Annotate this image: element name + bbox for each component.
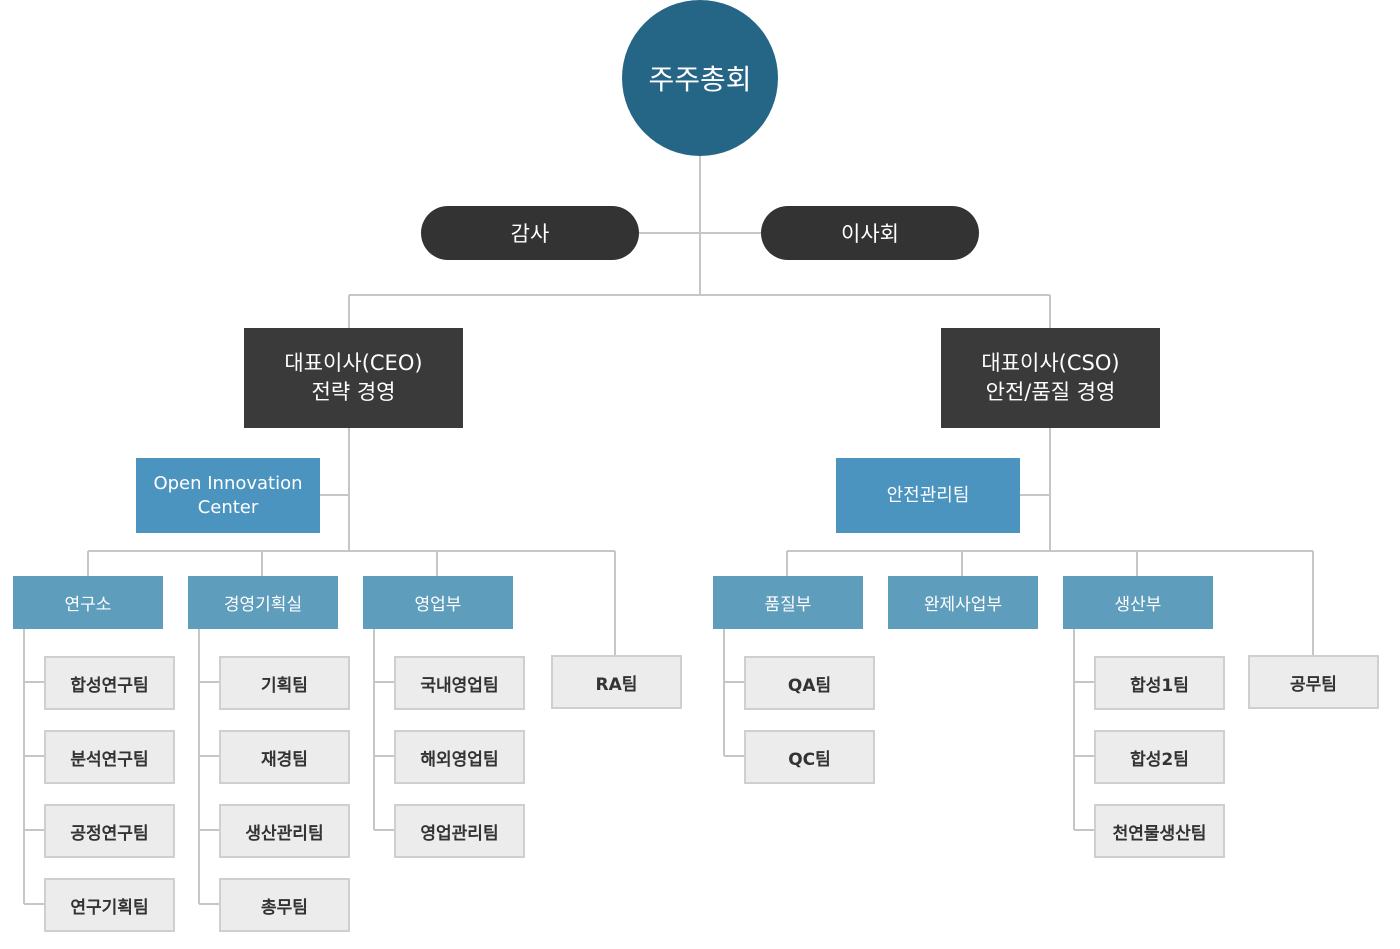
team-label: 해외영업팀 — [420, 749, 499, 770]
oic-line1: Open Innovation — [153, 472, 303, 494]
team-node: 합성1팀 — [1094, 656, 1225, 710]
board-node: 이사회 — [761, 206, 979, 260]
dept-research-label: 연구소 — [64, 595, 112, 615]
team-node: 해외영업팀 — [394, 730, 525, 784]
team-label: 생산관리팀 — [245, 823, 324, 844]
dept-production-label: 생산부 — [1114, 595, 1162, 615]
team-label: 공정연구팀 — [70, 823, 149, 844]
dept-finished-products: 완제사업부 — [888, 576, 1038, 629]
team-node: QC팀 — [744, 730, 875, 784]
oic-line2: Center — [197, 496, 259, 518]
cso-subtitle: 안전/품질 경영 — [985, 380, 1116, 404]
dept-planning: 경영기획실 — [188, 576, 338, 629]
team-node: 분석연구팀 — [44, 730, 175, 784]
dept-research: 연구소 — [13, 576, 163, 629]
team-label: 재경팀 — [261, 749, 308, 770]
team-label: 합성2팀 — [1130, 749, 1189, 770]
team-label: QC팀 — [788, 749, 831, 770]
team-label: 합성1팀 — [1130, 675, 1189, 696]
cso-node: 대표이사(CSO) 안전/품질 경영 — [941, 328, 1160, 428]
dept-sales-label: 영업부 — [414, 595, 462, 615]
dept-quality-label: 품질부 — [764, 595, 812, 615]
audit-node: 감사 — [421, 206, 639, 260]
works-team-label: 공무팀 — [1290, 674, 1337, 695]
team-node: 합성2팀 — [1094, 730, 1225, 784]
team-node: 재경팀 — [219, 730, 350, 784]
board-label: 이사회 — [841, 222, 899, 246]
ceo-title: 대표이사(CEO) — [284, 351, 423, 375]
ra-team-label: RA팀 — [595, 674, 638, 695]
cso-title: 대표이사(CSO) — [981, 351, 1120, 375]
team-label: 영업관리팀 — [420, 823, 499, 844]
dept-planning-label: 경영기획실 — [223, 595, 303, 615]
ceo-node: 대표이사(CEO) 전략 경영 — [244, 328, 463, 428]
audit-label: 감사 — [510, 222, 550, 246]
safety-team-label: 안전관리팀 — [886, 484, 970, 506]
team-label: 기획팀 — [261, 675, 308, 696]
dept-finished-products-label: 완제사업부 — [923, 595, 1003, 615]
shareholders-meeting-node: 주주총회 — [622, 0, 778, 156]
team-node: 기획팀 — [219, 656, 350, 710]
safety-team-node: 안전관리팀 — [836, 458, 1020, 533]
team-label: 국내영업팀 — [420, 675, 499, 696]
team-node: 생산관리팀 — [219, 804, 350, 858]
ra-team-node: RA팀 — [551, 655, 682, 709]
team-node: 연구기획팀 — [44, 878, 175, 932]
team-node: 천연물생산팀 — [1094, 804, 1225, 858]
ceo-subtitle: 전략 경영 — [311, 380, 396, 404]
team-label: 연구기획팀 — [70, 897, 149, 918]
open-innovation-center-node: Open Innovation Center — [136, 458, 320, 533]
team-node: 공정연구팀 — [44, 804, 175, 858]
works-team-node: 공무팀 — [1248, 655, 1379, 709]
team-node: QA팀 — [744, 656, 875, 710]
dept-quality: 품질부 — [713, 576, 863, 629]
team-label: 분석연구팀 — [70, 749, 149, 770]
dept-production: 생산부 — [1063, 576, 1213, 629]
team-label: QA팀 — [787, 675, 832, 696]
team-node: 영업관리팀 — [394, 804, 525, 858]
team-node: 총무팀 — [219, 878, 350, 932]
shareholders-meeting-label: 주주총회 — [648, 63, 752, 96]
team-label: 총무팀 — [261, 897, 308, 918]
team-node: 합성연구팀 — [44, 656, 175, 710]
team-label: 천연물생산팀 — [1112, 823, 1207, 844]
team-label: 합성연구팀 — [70, 675, 149, 696]
dept-sales: 영업부 — [363, 576, 513, 629]
team-node: 국내영업팀 — [394, 656, 525, 710]
